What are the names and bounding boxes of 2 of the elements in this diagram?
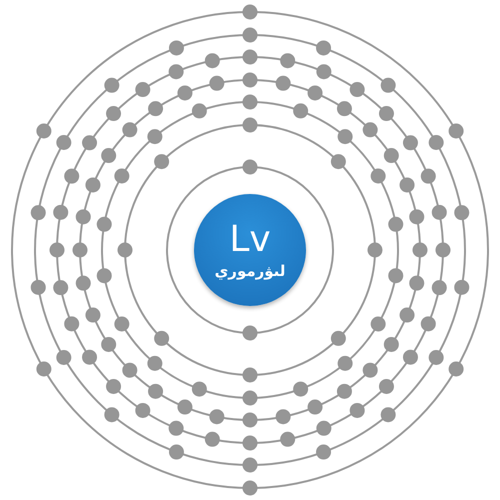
element-symbol: Lv — [229, 220, 271, 260]
element-name: لىۋرموري — [214, 262, 286, 280]
